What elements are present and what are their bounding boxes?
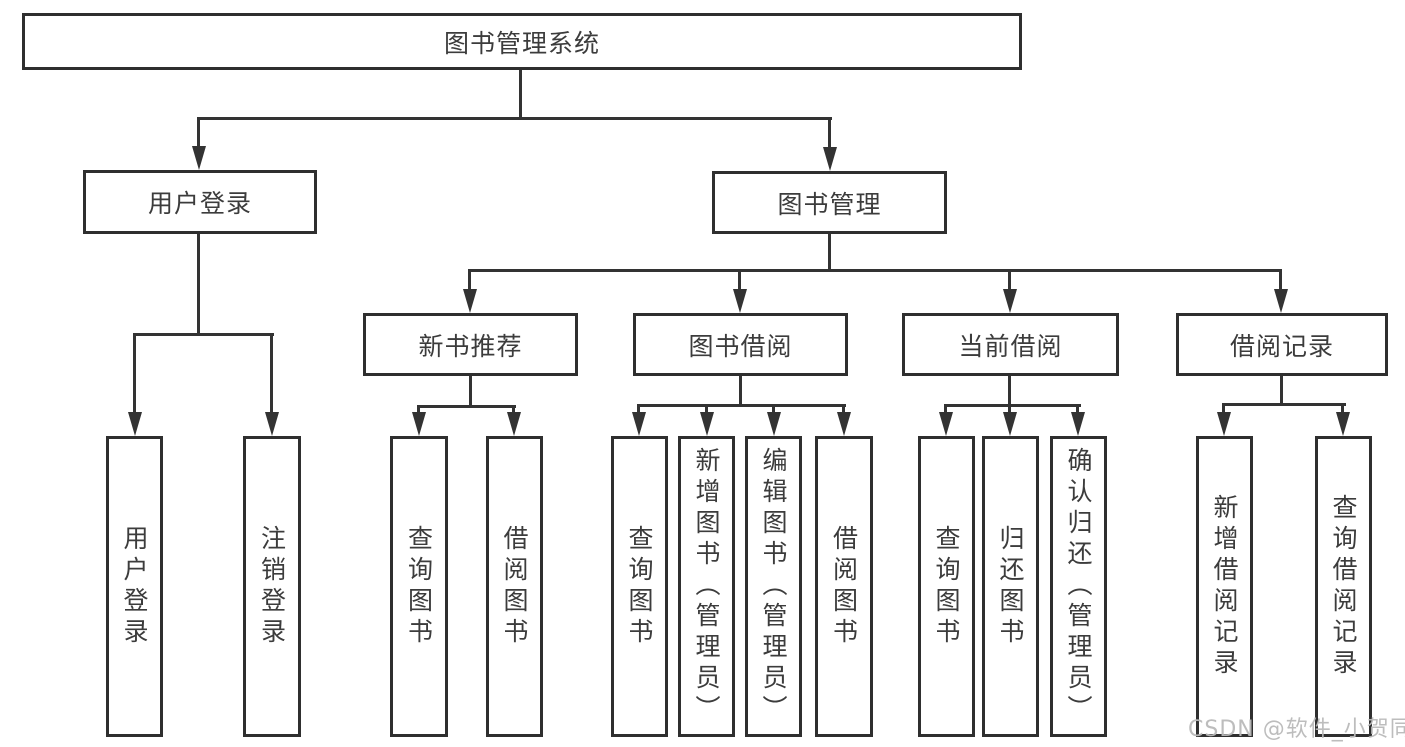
node-book-borrowing-label: 图书借阅 — [688, 331, 793, 361]
connector-drop — [1341, 403, 1344, 414]
leaf-user-login: 用户登录 — [106, 436, 163, 737]
connector-drop-borrow-records — [1279, 269, 1282, 291]
arrowhead-down-icon — [192, 146, 206, 170]
node-current-borrowing: 当前借阅 — [902, 313, 1119, 376]
arrowhead-down-icon — [939, 412, 953, 436]
arrowhead-down-icon — [700, 412, 714, 436]
connector-user-login-branch — [133, 333, 274, 336]
arrowhead-down-icon — [507, 412, 521, 436]
leaf-query-books-current: 查询图书 — [918, 436, 975, 737]
connector-root-branch — [198, 117, 832, 120]
leaf-user-login-label: 用户登录 — [120, 524, 149, 649]
leaf-query-books-recommend: 查询图书 — [390, 436, 448, 737]
leaf-label: 查询借阅记录 — [1329, 493, 1358, 680]
arrowhead-down-icon — [1003, 412, 1017, 436]
leaf-label: 查询图书 — [625, 524, 654, 649]
leaf-logout: 注销登录 — [243, 436, 301, 737]
node-book-borrowing: 图书借阅 — [633, 313, 848, 376]
connector-drop-book-mgmt — [828, 117, 831, 149]
arrowhead-down-icon — [837, 412, 851, 436]
node-library-system-label: 图书管理系统 — [443, 28, 600, 58]
leaf-label: 查询图书 — [932, 524, 961, 649]
connector-drop — [512, 405, 515, 414]
connector-drop — [772, 404, 775, 414]
connector-drop — [1076, 404, 1079, 414]
connector-drop — [637, 404, 640, 414]
connector-drop — [705, 404, 708, 414]
connector-drop — [1222, 403, 1225, 414]
connector-new-book-stub — [469, 376, 472, 408]
leaf-logout-label: 注销登录 — [257, 524, 287, 649]
leaf-label: 借阅图书 — [500, 524, 529, 649]
connector-drop — [417, 405, 420, 414]
arrowhead-down-icon — [412, 412, 426, 436]
arrowhead-down-icon — [632, 412, 646, 436]
leaf-return-books: 归还图书 — [982, 436, 1039, 737]
leaf-label: 归还图书 — [996, 524, 1025, 649]
node-book-management: 图书管理 — [712, 171, 947, 234]
node-borrow-records-label: 借阅记录 — [1229, 331, 1334, 361]
node-user-login-label: 用户登录 — [147, 189, 252, 218]
connector-drop — [1008, 404, 1011, 414]
connector-user-login-stub — [197, 233, 200, 335]
leaf-edit-books-admin: 编辑图书（管理员） — [745, 436, 802, 737]
arrowhead-down-icon — [265, 412, 279, 436]
arrowhead-down-icon — [733, 289, 747, 313]
connector-drop-book-borrow — [738, 269, 741, 291]
arrowhead-down-icon — [463, 289, 477, 313]
leaf-add-borrow-record: 新增借阅记录 — [1196, 436, 1253, 737]
connector-drop — [842, 404, 845, 414]
arrowhead-down-icon — [767, 412, 781, 436]
node-user-login: 用户登录 — [83, 170, 317, 234]
leaf-borrow-books-recommend: 借阅图书 — [486, 436, 543, 737]
connector-book-borrow-branch — [637, 404, 846, 407]
arrowhead-down-icon — [1071, 412, 1085, 436]
arrowhead-down-icon — [823, 147, 837, 171]
arrowhead-down-icon — [1274, 289, 1288, 313]
leaf-label: 编辑图书（管理员） — [759, 447, 788, 726]
csdn-watermark: CSDN @软件_小贺同学 — [1188, 717, 1405, 742]
node-borrow-records: 借阅记录 — [1176, 313, 1388, 376]
leaf-label: 新增借阅记录 — [1210, 493, 1239, 680]
node-current-borrowing-label: 当前借阅 — [958, 331, 1063, 361]
arrowhead-down-icon — [1217, 412, 1231, 436]
node-book-management-label: 图书管理 — [777, 189, 882, 219]
leaf-add-books-admin: 新增图书（管理员） — [678, 436, 735, 737]
connector-drop-login-leaf — [133, 333, 136, 413]
connector-drop-logout-leaf — [270, 333, 273, 413]
leaf-query-books-borrowing: 查询图书 — [611, 436, 668, 737]
connector-current-borrow-stub — [1008, 376, 1011, 407]
connector-drop-new-book — [468, 269, 471, 291]
leaf-borrow-books: 借阅图书 — [815, 436, 873, 737]
arrowhead-down-icon — [128, 412, 142, 436]
leaf-label: 确认归还（管理员） — [1064, 447, 1093, 726]
connector-borrow-records-branch — [1222, 403, 1346, 406]
leaf-query-borrow-record: 查询借阅记录 — [1315, 436, 1372, 737]
connector-borrow-records-stub — [1280, 376, 1283, 406]
connector-book-mgmt-stub — [828, 234, 831, 271]
connector-root-stub — [519, 69, 522, 118]
connector-drop-user-login — [197, 117, 200, 148]
leaf-label: 借阅图书 — [829, 524, 859, 649]
connector-book-mgmt-branch — [469, 269, 1282, 272]
leaf-label: 新增图书（管理员） — [692, 447, 721, 726]
node-new-book-recommend-label: 新书推荐 — [418, 331, 523, 361]
node-new-book-recommend: 新书推荐 — [363, 313, 578, 376]
leaf-label: 查询图书 — [404, 524, 434, 649]
connector-current-borrow-branch — [944, 404, 1081, 407]
connector-book-borrow-stub — [739, 376, 742, 407]
arrowhead-down-icon — [1003, 289, 1017, 313]
connector-drop — [944, 404, 947, 414]
connector-drop-current-borrow — [1008, 269, 1011, 291]
leaf-confirm-return-admin: 确认归还（管理员） — [1050, 436, 1107, 737]
connector-new-book-branch — [417, 405, 516, 408]
node-library-system: 图书管理系统 — [22, 13, 1022, 70]
arrowhead-down-icon — [1336, 412, 1350, 436]
